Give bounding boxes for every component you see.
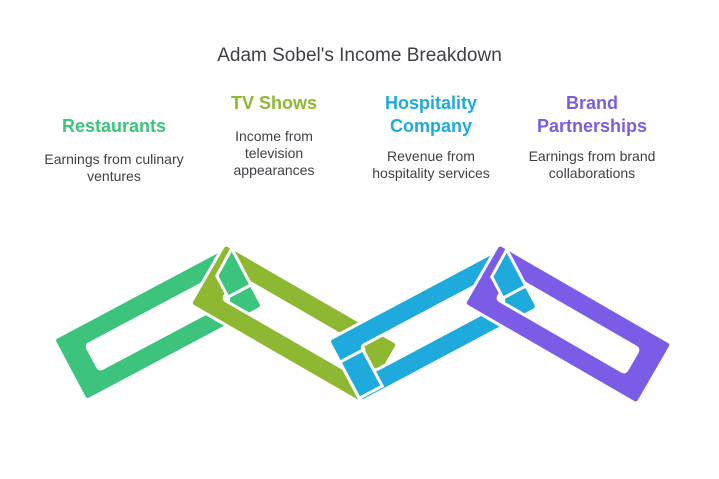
item-heading: Restaurants [61, 116, 167, 136]
item-restaurants: Restaurants Earnings from culinary ventu… [39, 115, 189, 185]
item-heading: Brand Partnerships [536, 93, 648, 136]
item-brand-partnerships: Brand Partnerships Earnings from brand c… [517, 92, 667, 182]
item-description: Income from television appearances [233, 128, 315, 178]
diagram-title: Adam Sobel's Income Breakdown [217, 45, 502, 66]
item-hospitality-company: Hospitality Company Revenue from hospita… [356, 92, 506, 182]
item-heading: Hospitality Company [384, 93, 477, 136]
item-description: Earnings from brand collaborations [528, 148, 656, 181]
item-description: Revenue from hospitality services [372, 148, 490, 181]
item-tv-shows: TV Shows Income from television appearan… [199, 92, 349, 179]
item-heading: TV Shows [230, 93, 317, 113]
item-description: Earnings from culinary ventures [44, 151, 184, 184]
